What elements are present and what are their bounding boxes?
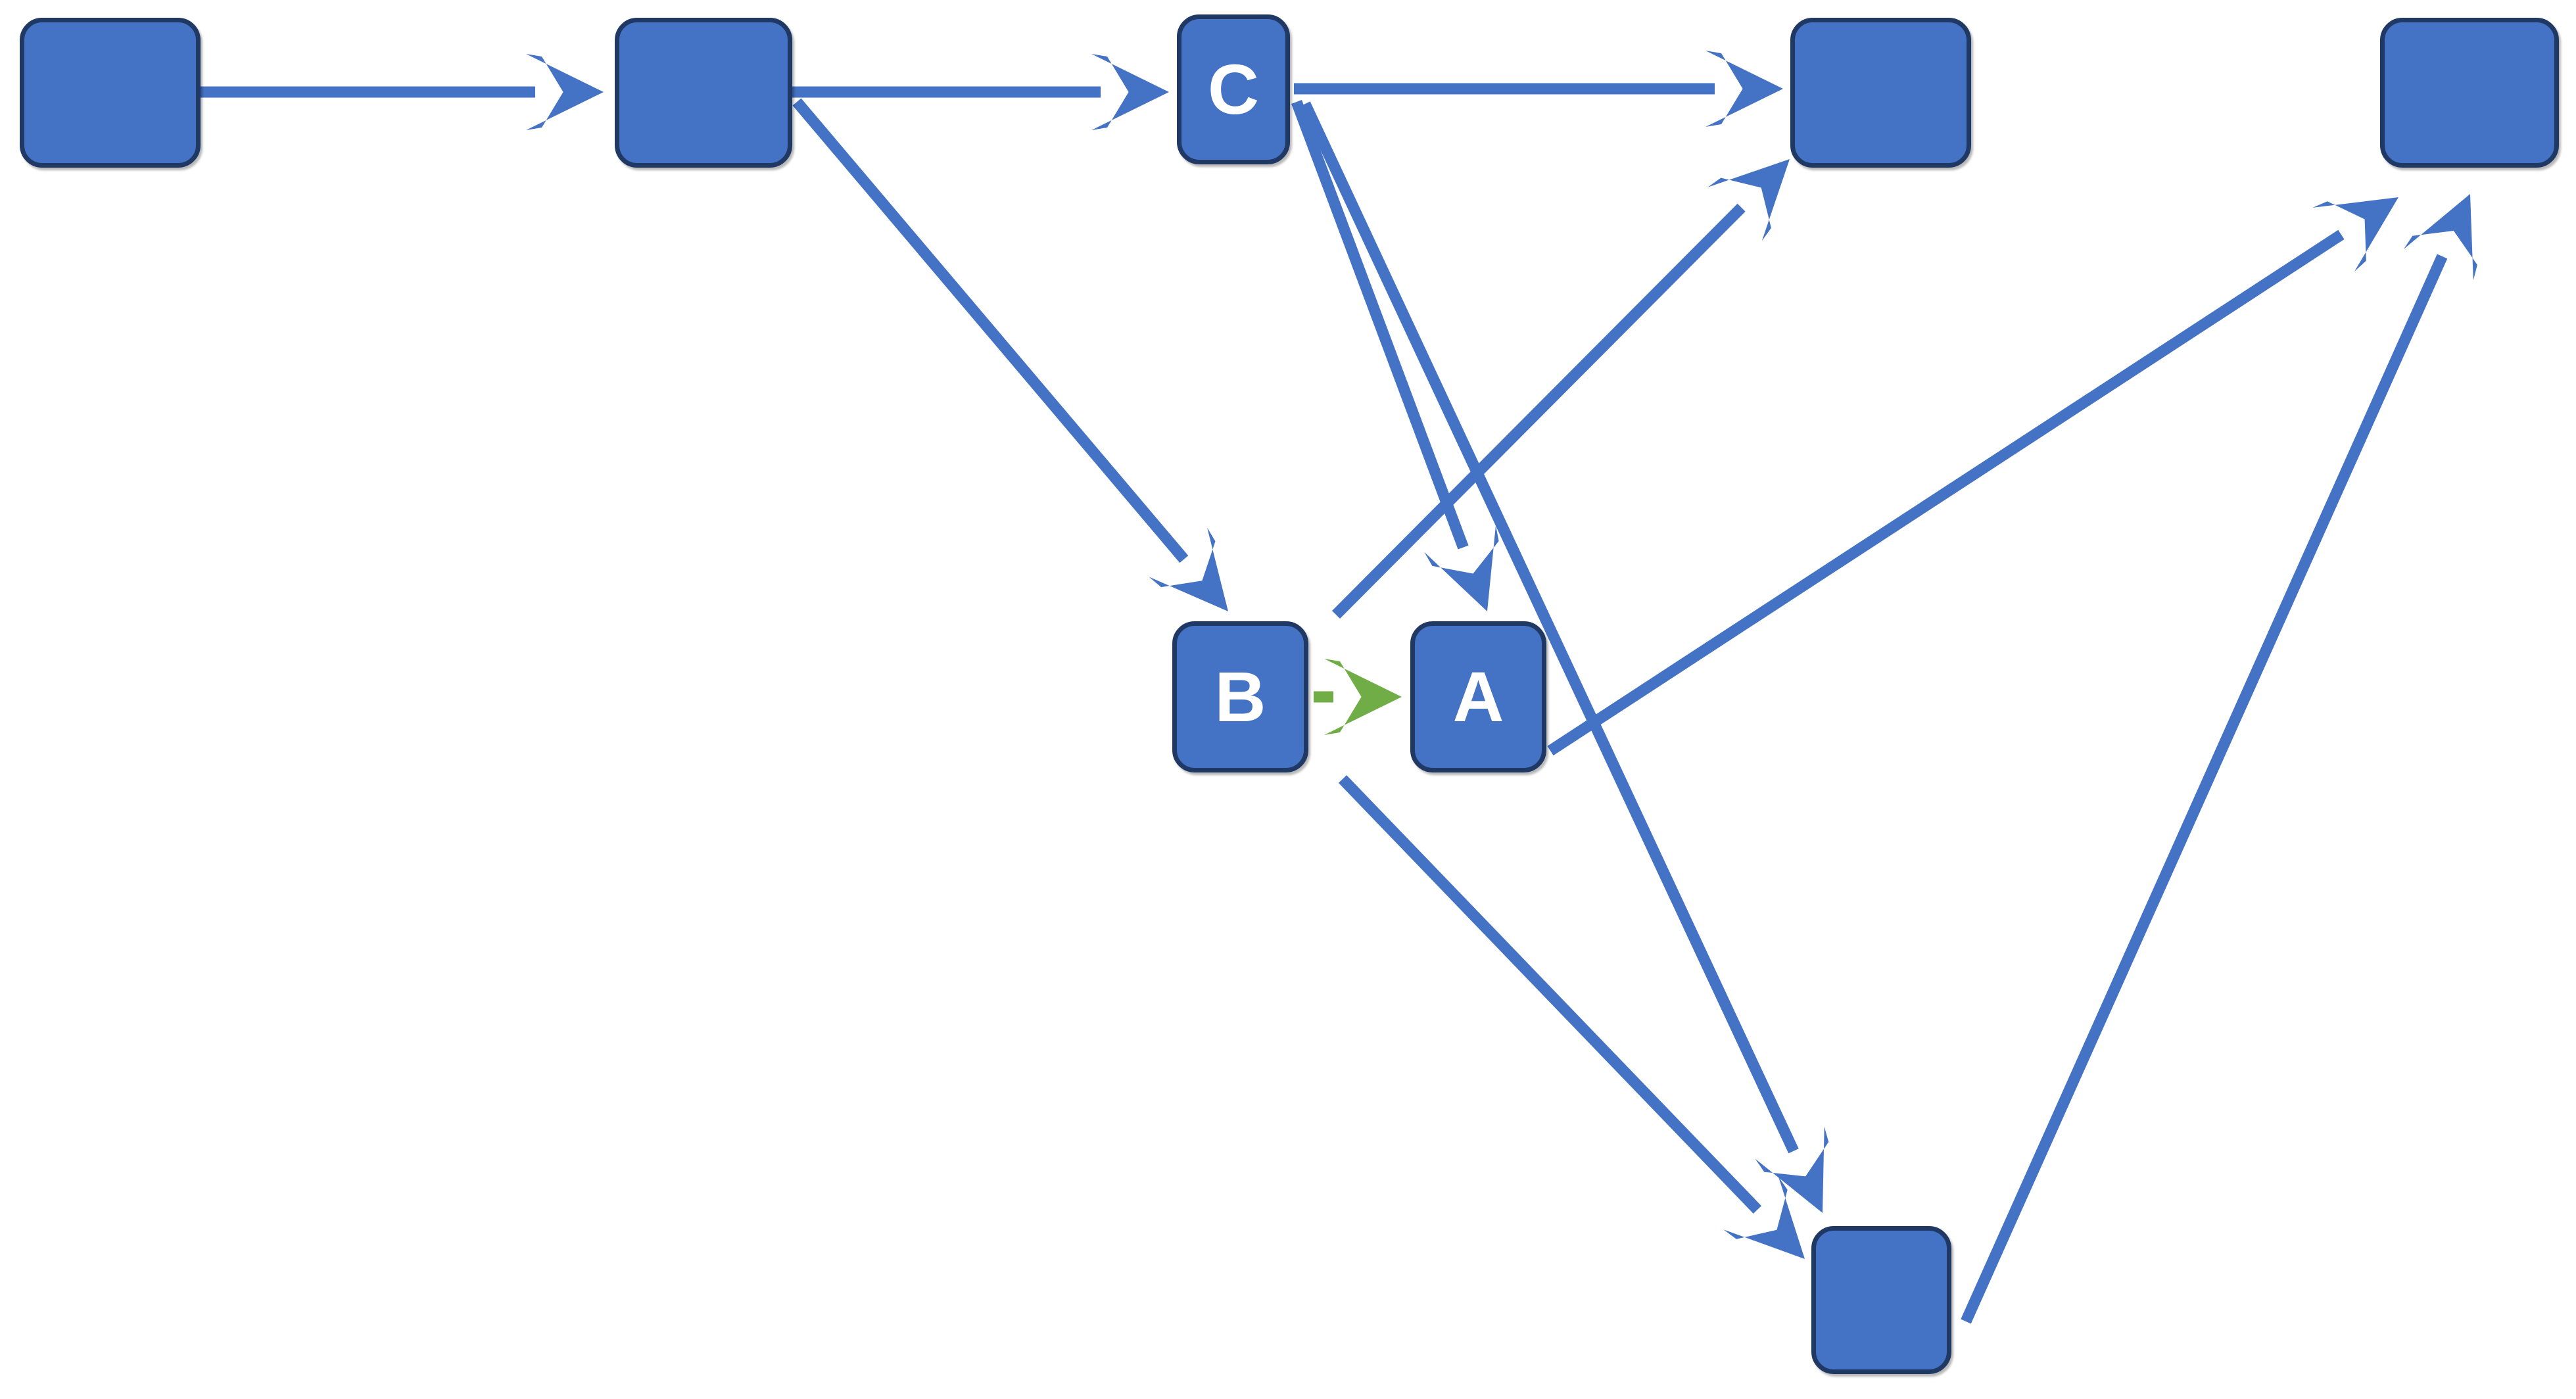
arrowhead	[1091, 54, 1169, 130]
edge-shaft	[1338, 775, 1761, 1214]
node-n1[interactable]	[20, 18, 201, 168]
node-n5[interactable]	[2380, 18, 2559, 168]
arrowhead	[1324, 659, 1402, 735]
arrowhead	[2312, 197, 2398, 272]
edge-n6-to-n4	[1331, 159, 1790, 619]
node-label: B	[1214, 657, 1266, 736]
edge-n6-to-n7	[1314, 659, 1402, 735]
arrowhead	[1723, 1176, 1805, 1259]
edge-n8-to-n5	[1961, 194, 2477, 1324]
edge-n3-to-n8	[1300, 101, 1829, 1213]
arrowhead	[1149, 527, 1228, 611]
edge-n2-to-n3	[792, 54, 1169, 130]
arrowhead	[526, 54, 604, 130]
edge-n1-to-n2	[201, 54, 604, 130]
edge-n6-to-n8	[1338, 775, 1805, 1259]
node-n2[interactable]	[615, 18, 792, 168]
arrowhead	[2403, 194, 2477, 281]
edge-shaft	[1547, 229, 2345, 756]
node-label: A	[1452, 657, 1504, 736]
node-n4[interactable]	[1790, 18, 1971, 168]
edge-shaft	[792, 98, 1189, 563]
edge-n3-to-n4	[1294, 51, 1783, 127]
arrowhead	[1705, 51, 1783, 127]
node-n8[interactable]	[1811, 1226, 1951, 1374]
edge-n3-to-n7	[1291, 100, 1499, 611]
node-b[interactable]: B	[1172, 621, 1308, 772]
node-label: C	[1208, 49, 1259, 129]
node-c[interactable]: C	[1177, 14, 1290, 164]
edge-n7-to-n5	[1547, 197, 2398, 756]
arrowhead	[1707, 159, 1790, 241]
edge-n2-to-n6	[792, 98, 1228, 611]
edge-shaft	[1291, 100, 1469, 550]
arrowhead	[1424, 525, 1499, 611]
edge-shaft	[1961, 254, 2448, 1324]
arrowhead	[1755, 1126, 1829, 1213]
edge-shaft	[1331, 203, 1746, 619]
node-a[interactable]: A	[1410, 621, 1546, 772]
edge-shaft	[1300, 101, 1799, 1154]
